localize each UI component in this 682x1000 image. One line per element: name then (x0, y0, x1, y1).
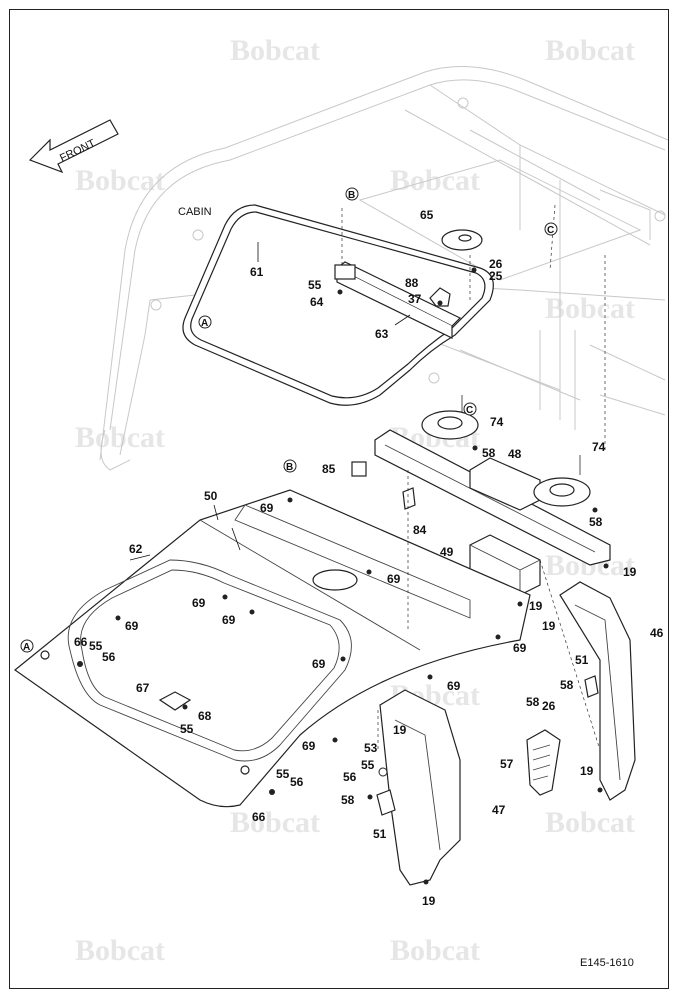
ref-c: C (466, 405, 473, 416)
watermark: Bobcat (75, 934, 165, 967)
roof-window-seal-61 (182, 204, 494, 406)
callout-55: 55 (308, 278, 322, 292)
fasteners (77, 267, 609, 885)
callout-69: 69 (312, 657, 326, 671)
callout-56: 56 (290, 775, 304, 789)
callout-69: 69 (302, 739, 316, 753)
callout-37: 37 (408, 292, 422, 306)
callout-19: 19 (542, 619, 556, 633)
watermark: Bobcat (75, 164, 165, 197)
ref-c: C (547, 225, 554, 236)
watermark: Bobcat (230, 34, 320, 67)
cross-bar-63 (334, 261, 462, 339)
callout-19: 19 (422, 894, 436, 908)
drawing-number: E145-1610 (580, 957, 634, 969)
callout-58: 58 (482, 446, 496, 460)
callout-69: 69 (260, 501, 274, 515)
callout-50: 50 (204, 489, 218, 503)
headliner-62 (14, 489, 531, 808)
cabin-label: CABIN (178, 206, 212, 218)
callout-56: 56 (102, 650, 116, 664)
watermark: Bobcat (75, 421, 165, 454)
callout-48: 48 (508, 447, 522, 461)
callout-25: 25 (489, 269, 503, 283)
callout-57: 57 (500, 757, 514, 771)
dome-light-65 (429, 229, 483, 307)
callout-58: 58 (589, 515, 603, 529)
callout-55: 55 (361, 758, 375, 772)
callout-84: 84 (413, 523, 427, 537)
ref-a: A (23, 642, 30, 653)
callout-63: 63 (375, 327, 389, 341)
callout-51: 51 (373, 827, 387, 841)
bracket-51-upper (584, 675, 599, 698)
callout-26: 26 (542, 699, 556, 713)
callout-69: 69 (192, 596, 206, 610)
pillar-trim-47 (379, 689, 461, 886)
leader-lines (129, 242, 411, 561)
callout-88: 88 (405, 276, 419, 290)
callout-67: 67 (136, 681, 150, 695)
watermark: Bobcat (230, 806, 320, 839)
watermark: Bobcat (390, 934, 480, 967)
ref-a: A (201, 318, 208, 329)
alignment-lines (341, 204, 606, 751)
grab-handle-57 (526, 729, 561, 796)
callout-62: 62 (129, 542, 143, 556)
bracket-51-lower (376, 789, 396, 816)
callout-68: 68 (198, 709, 212, 723)
watermark: Bobcat (390, 164, 480, 197)
callout-58: 58 (560, 678, 574, 692)
callout-74: 74 (490, 415, 504, 429)
ref-b: B (286, 462, 293, 473)
callout-69: 69 (513, 641, 527, 655)
callout-19: 19 (623, 565, 637, 579)
callout-65: 65 (420, 208, 434, 222)
callout-19: 19 (529, 599, 543, 613)
watermark: Bobcat (545, 806, 635, 839)
callout-66: 66 (74, 635, 88, 649)
callout-58: 58 (526, 695, 540, 709)
callout-85: 85 (322, 462, 336, 476)
callout-51: 51 (575, 653, 589, 667)
watermark: Bobcat (545, 34, 635, 67)
pillar-trim-46 (559, 581, 636, 801)
callout-69: 69 (447, 679, 461, 693)
callout-61: 61 (250, 265, 264, 279)
callout-46: 46 (650, 626, 664, 640)
callout-55: 55 (180, 722, 194, 736)
clip-84 (402, 487, 416, 510)
callouts: 61 62 63 64 55 65 26 25 88 37 74 74 58 4… (74, 208, 664, 908)
clip-85 (351, 461, 367, 477)
callout-47: 47 (492, 803, 506, 817)
callout-58: 58 (341, 793, 355, 807)
callout-56: 56 (343, 770, 357, 784)
callout-69: 69 (125, 619, 139, 633)
bracket-67 (158, 691, 192, 711)
reference-markers: A A B B C C (20, 187, 558, 653)
callout-19: 19 (393, 723, 407, 737)
callout-26: 26 (489, 257, 503, 271)
callout-69: 69 (222, 613, 236, 627)
callout-66: 66 (252, 810, 266, 824)
ref-b: B (348, 190, 355, 201)
callout-64: 64 (310, 295, 324, 309)
callout-53: 53 (364, 741, 378, 755)
callout-74: 74 (592, 440, 606, 454)
callout-69: 69 (387, 572, 401, 586)
rear-headliner-48 (374, 395, 611, 566)
callout-19: 19 (580, 764, 594, 778)
callout-55: 55 (89, 639, 103, 653)
callout-49: 49 (440, 545, 454, 559)
callout-55: 55 (276, 767, 290, 781)
